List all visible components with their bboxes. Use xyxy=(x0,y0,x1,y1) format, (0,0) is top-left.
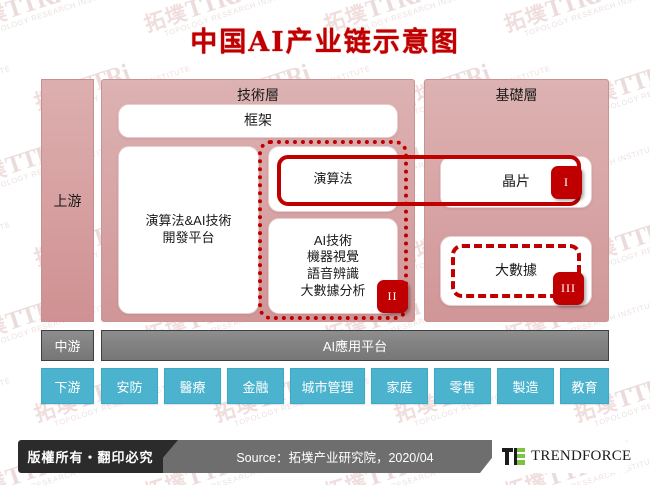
trendforce-logo: TRENDFORCE xyxy=(502,443,631,469)
app-sector-7[interactable]: 製造 xyxy=(497,368,554,404)
app-sector-1[interactable]: 安防 xyxy=(101,368,158,404)
box-framework[interactable]: 框架 xyxy=(118,104,398,138)
badge-three: III xyxy=(553,272,584,305)
box-ai-application-platform[interactable]: AI應用平台 xyxy=(101,330,609,361)
footer-source: Source：拓墣产业研究院，2020/04 xyxy=(236,451,434,465)
trendforce-logo-text: TRENDFORCE xyxy=(531,447,632,464)
app-sector-8[interactable]: 教育 xyxy=(560,368,609,404)
box-ai-technology[interactable]: AI技術機器視覺語音辨識大數據分析 xyxy=(268,218,398,314)
badge-two: II xyxy=(377,280,408,313)
footer-black-band xyxy=(18,440,163,473)
panel-title-base-layer: 基礎層 xyxy=(495,87,538,103)
tier-label-upstream: 上游 xyxy=(41,79,94,322)
app-sector-6[interactable]: 零售 xyxy=(434,368,491,404)
box-dev-platform[interactable]: 演算法&AI技術開發平台 xyxy=(118,146,259,314)
box-algorithm[interactable]: 演算法 xyxy=(268,146,398,212)
footer-copyright: 版權所有・翻印必究 xyxy=(27,450,154,465)
app-sector-3[interactable]: 金融 xyxy=(227,368,284,404)
page-title: 中国AI产业链示意图 xyxy=(190,27,460,58)
app-sector-5[interactable]: 家庭 xyxy=(371,368,428,404)
footer: 版權所有・翻印必究 Source：拓墣产业研究院，2020/04 TRENDFO… xyxy=(0,430,650,485)
footer-black-wedge xyxy=(150,440,178,473)
badge-one: I xyxy=(551,166,582,199)
app-sector-4[interactable]: 城市管理 xyxy=(290,368,365,404)
tier-label-midstream: 中游 xyxy=(41,330,94,361)
tier-label-downstream: 下游 xyxy=(41,368,94,404)
app-sector-2[interactable]: 醫療 xyxy=(164,368,221,404)
panel-title-tech-layer: 技術層 xyxy=(237,87,279,103)
trendforce-logo-icon xyxy=(502,446,526,467)
